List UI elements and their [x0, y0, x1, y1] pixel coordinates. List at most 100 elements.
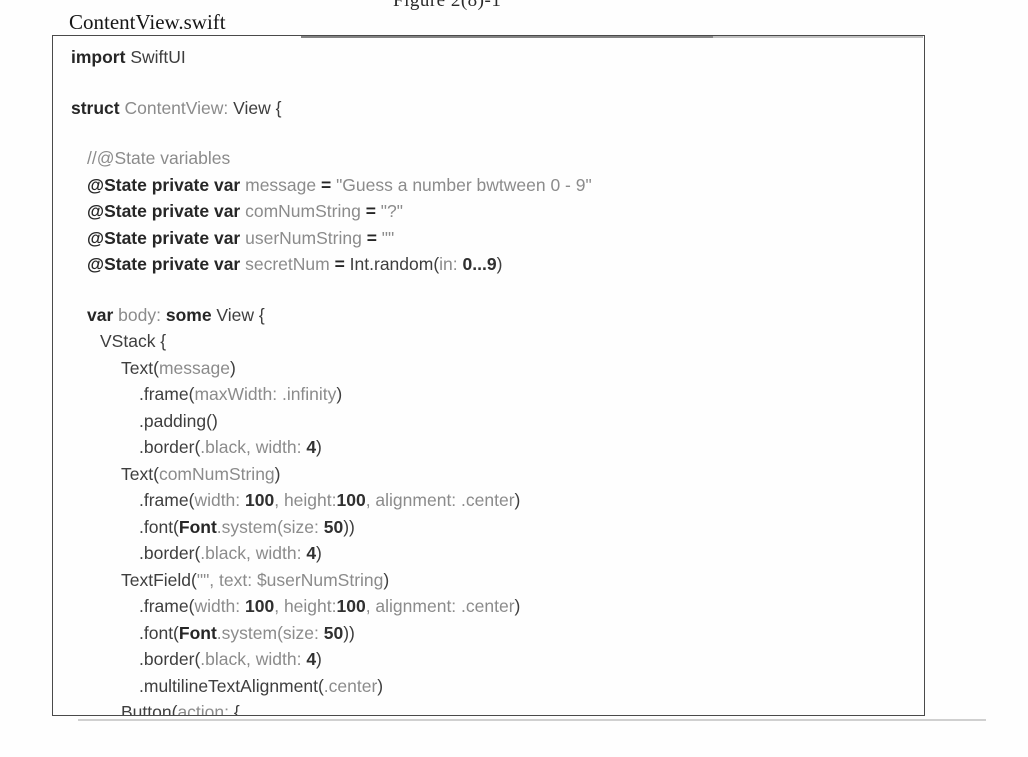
code-line: var body: some View {: [87, 302, 924, 329]
code-segment: Text(: [121, 357, 159, 378]
code-segment: ): [336, 384, 343, 404]
code-segment: {: [229, 702, 240, 716]
code-segment: SwiftUI: [125, 47, 186, 67]
code-segment: .font(: [139, 622, 179, 643]
code-segment: some: [160, 304, 212, 325]
code-segment: .border(: [139, 649, 201, 669]
code-segment: "Guess a number bwtween 0 - 9": [336, 174, 592, 195]
code-segment: 50: [323, 516, 344, 537]
code-segment: , alignment: .center: [365, 490, 515, 510]
code-segment: .system(size:: [216, 622, 324, 643]
figure-caption: Figure 2(8)-1: [393, 0, 502, 11]
code-segment: =: [360, 201, 381, 221]
code-segment: .black, width:: [200, 437, 307, 457]
code-listing: import SwiftUI struct ContentView: View {…: [53, 36, 924, 716]
code-segment: )): [343, 516, 355, 537]
code-segment: 100: [336, 490, 366, 510]
code-segment: ): [316, 649, 322, 669]
code-segment: body:: [113, 304, 161, 325]
code-line: .border(.black, width: 4): [139, 434, 924, 461]
code-segment: maxWidth: .infinity: [194, 384, 337, 404]
code-segment: 100: [245, 490, 275, 510]
code-line: .padding(): [139, 408, 924, 435]
code-segment: Font: [178, 622, 217, 643]
code-segment: @State private var: [87, 174, 241, 195]
code-segment: ): [514, 490, 521, 510]
code-line: @State private var userNumString = "": [87, 225, 924, 252]
code-segment: View {: [211, 304, 265, 325]
code-segment: Button(: [121, 702, 178, 716]
code-segment: "?": [380, 201, 403, 221]
code-segment: ): [316, 543, 322, 563]
code-segment: =: [361, 227, 382, 248]
code-line: .border(.black, width: 4): [139, 646, 924, 673]
code-listing-box: import SwiftUI struct ContentView: View {…: [52, 35, 925, 716]
code-segment: .black, width:: [200, 649, 307, 669]
code-segment: .system(size:: [216, 516, 324, 537]
code-line: .multilineTextAlignment(.center): [139, 673, 924, 700]
code-segment: .padding(): [139, 410, 218, 431]
code-line: .font(Font.system(size: 50)): [139, 514, 924, 541]
code-segment: 0...9: [462, 254, 497, 274]
scan-artifact-top: [301, 36, 713, 38]
code-segment: ): [514, 596, 521, 616]
code-segment: Int.random(: [349, 254, 440, 274]
code-segment: import: [71, 47, 126, 67]
code-segment: ContentView:: [119, 97, 229, 118]
code-segment: @State private var: [87, 227, 241, 248]
code-segment: .multilineTextAlignment(: [139, 675, 324, 696]
code-segment: "", text: $userNumString: [196, 569, 384, 590]
code-segment: message: [240, 174, 317, 195]
code-segment: "": [381, 227, 395, 248]
code-segment: message: [158, 357, 230, 378]
code-line: .frame(maxWidth: .infinity): [139, 381, 924, 408]
code-line: //@State variables: [87, 145, 924, 172]
code-segment: comNumString: [240, 201, 361, 221]
code-segment: @State private var: [87, 254, 241, 274]
code-segment: =: [316, 174, 337, 195]
code-line: import SwiftUI: [71, 44, 924, 71]
code-segment: , height:: [274, 596, 337, 616]
code-segment: TextField(: [121, 569, 197, 590]
code-segment: userNumString: [240, 227, 362, 248]
code-segment: 4: [306, 437, 317, 457]
code-segment: secretNum: [240, 254, 330, 274]
code-line: Text(comNumString): [121, 461, 924, 488]
code-segment: struct: [71, 97, 120, 118]
code-line: .frame(width: 100, height:100, alignment…: [139, 593, 924, 620]
code-segment: ): [229, 357, 236, 378]
code-segment: .border(: [139, 437, 201, 457]
code-segment: comNumString: [158, 463, 275, 484]
code-segment: ): [496, 254, 503, 274]
code-segment: action:: [177, 702, 229, 716]
code-line: Text(message): [121, 355, 924, 382]
scan-artifact-bottom: [78, 719, 986, 721]
code-segment: 50: [323, 622, 344, 643]
code-segment: )): [343, 622, 355, 643]
code-line: VStack {: [100, 328, 924, 355]
code-line: TextField("", text: $userNumString): [121, 567, 924, 594]
code-segment: ): [274, 463, 281, 484]
code-segment: Text(: [121, 463, 159, 484]
code-segment: =: [329, 254, 350, 274]
code-segment: 100: [336, 596, 366, 616]
code-line: Button(action: {: [121, 699, 924, 716]
code-segment: 100: [245, 596, 275, 616]
file-name-label: ContentView.swift: [69, 10, 226, 34]
code-line: .border(.black, width: 4): [139, 540, 924, 567]
code-segment: .black, width:: [200, 543, 307, 563]
code-segment: width:: [194, 596, 246, 616]
code-segment: .frame(: [139, 490, 195, 510]
code-segment: VStack {: [100, 331, 167, 351]
code-segment: .center: [323, 675, 378, 696]
code-segment: ): [316, 437, 322, 457]
code-segment: .frame(: [139, 384, 195, 404]
code-line: .font(Font.system(size: 50)): [139, 620, 924, 647]
code-segment: //@State variables: [87, 148, 231, 168]
code-line: @State private var message = "Guess a nu…: [87, 172, 924, 199]
code-segment: 4: [306, 543, 317, 563]
code-line: struct ContentView: View {: [71, 95, 924, 122]
code-segment: 4: [306, 649, 317, 669]
code-segment: in:: [439, 254, 463, 274]
